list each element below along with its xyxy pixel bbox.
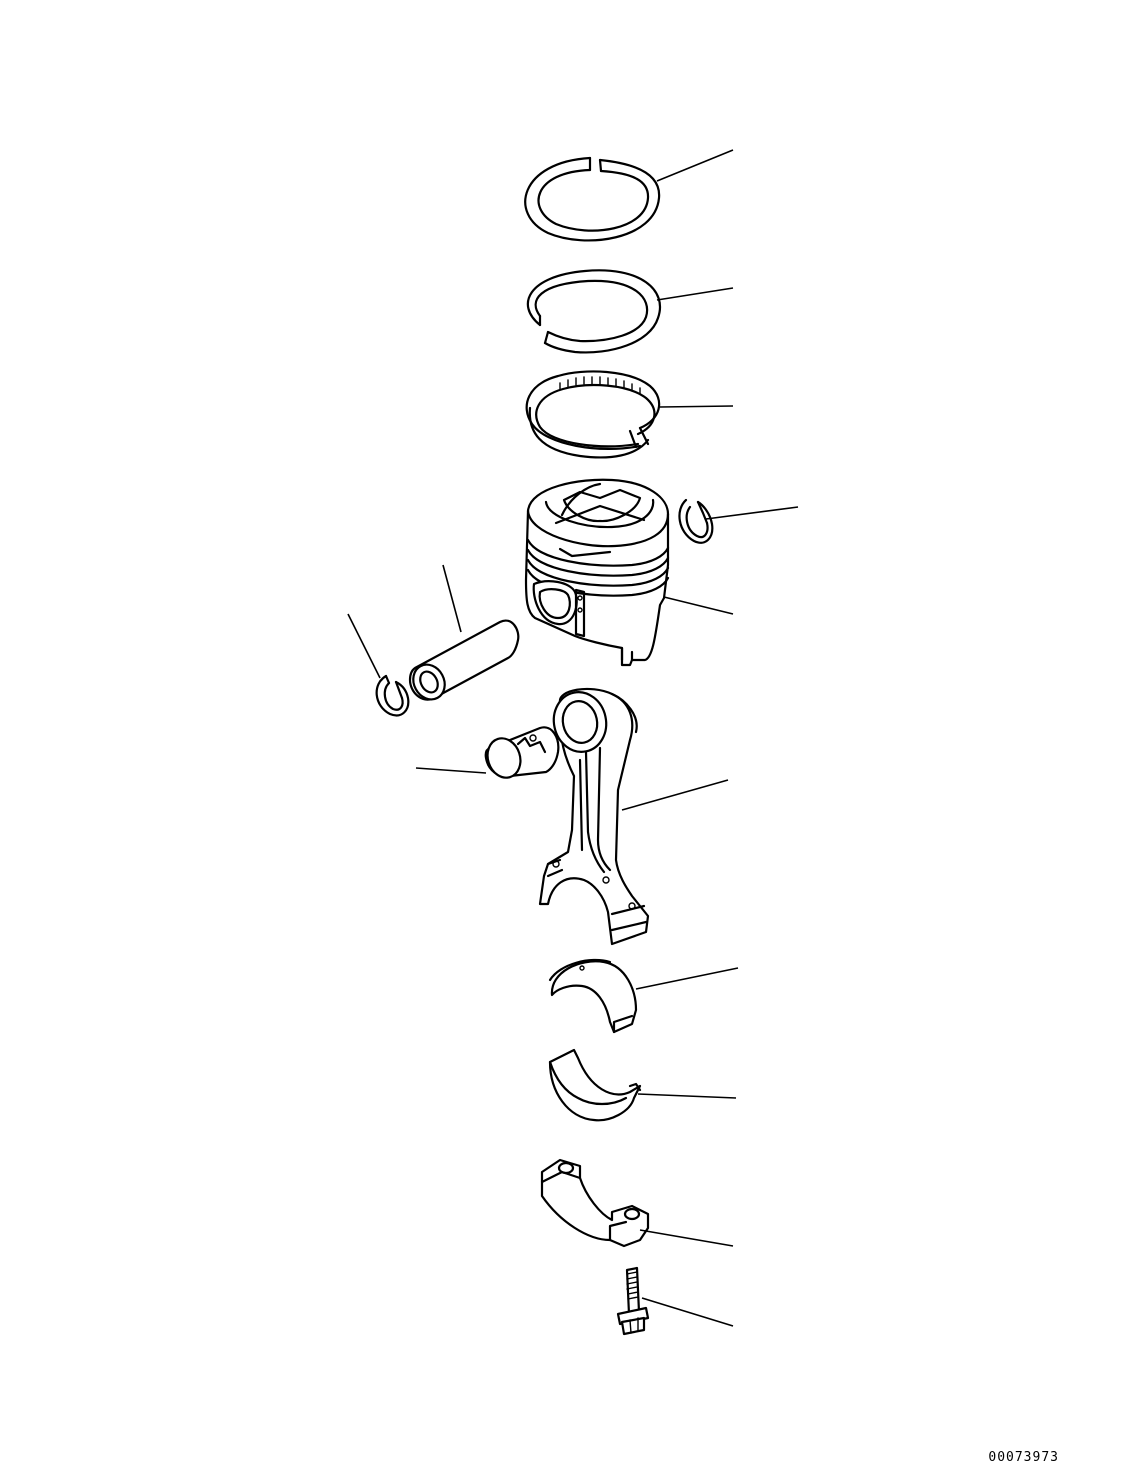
piston-pin-icon [407, 621, 518, 705]
leader-line-small-end-bushing [416, 768, 486, 773]
leader-line-piston [664, 597, 733, 614]
leader-line-piston-pin [443, 565, 461, 632]
leader-line-lower-bearing-shell [638, 1094, 736, 1098]
leader-line-rod-cap [640, 1230, 733, 1246]
lower-bearing-shell-icon [550, 1050, 640, 1120]
oil-control-ring-icon [527, 371, 660, 457]
leader-line-upper-bearing-shell [636, 968, 738, 989]
leader-line-oil-control-ring [660, 406, 733, 407]
leader-line-snap-ring-left [348, 614, 380, 678]
leader-line-snap-ring-right [706, 507, 798, 519]
drawing-number: 00073973 [988, 1450, 1059, 1465]
top-compression-ring-icon [525, 158, 659, 240]
leader-line-rod-bolt [642, 1298, 733, 1326]
leader-line-second-compression-ring [657, 288, 733, 300]
rod-bolt-icon [618, 1268, 648, 1334]
snap-ring-left-icon [377, 676, 409, 715]
piston-icon [526, 480, 668, 665]
small-end-bushing-icon [483, 727, 559, 782]
rod-cap-icon [542, 1160, 648, 1246]
snap-ring-right-icon [679, 500, 712, 543]
upper-bearing-shell-icon [550, 960, 636, 1032]
connecting-rod-icon [540, 687, 648, 944]
second-compression-ring-icon [528, 270, 660, 352]
leader-line-top-compression-ring [657, 150, 733, 181]
leader-line-connecting-rod [622, 780, 728, 810]
